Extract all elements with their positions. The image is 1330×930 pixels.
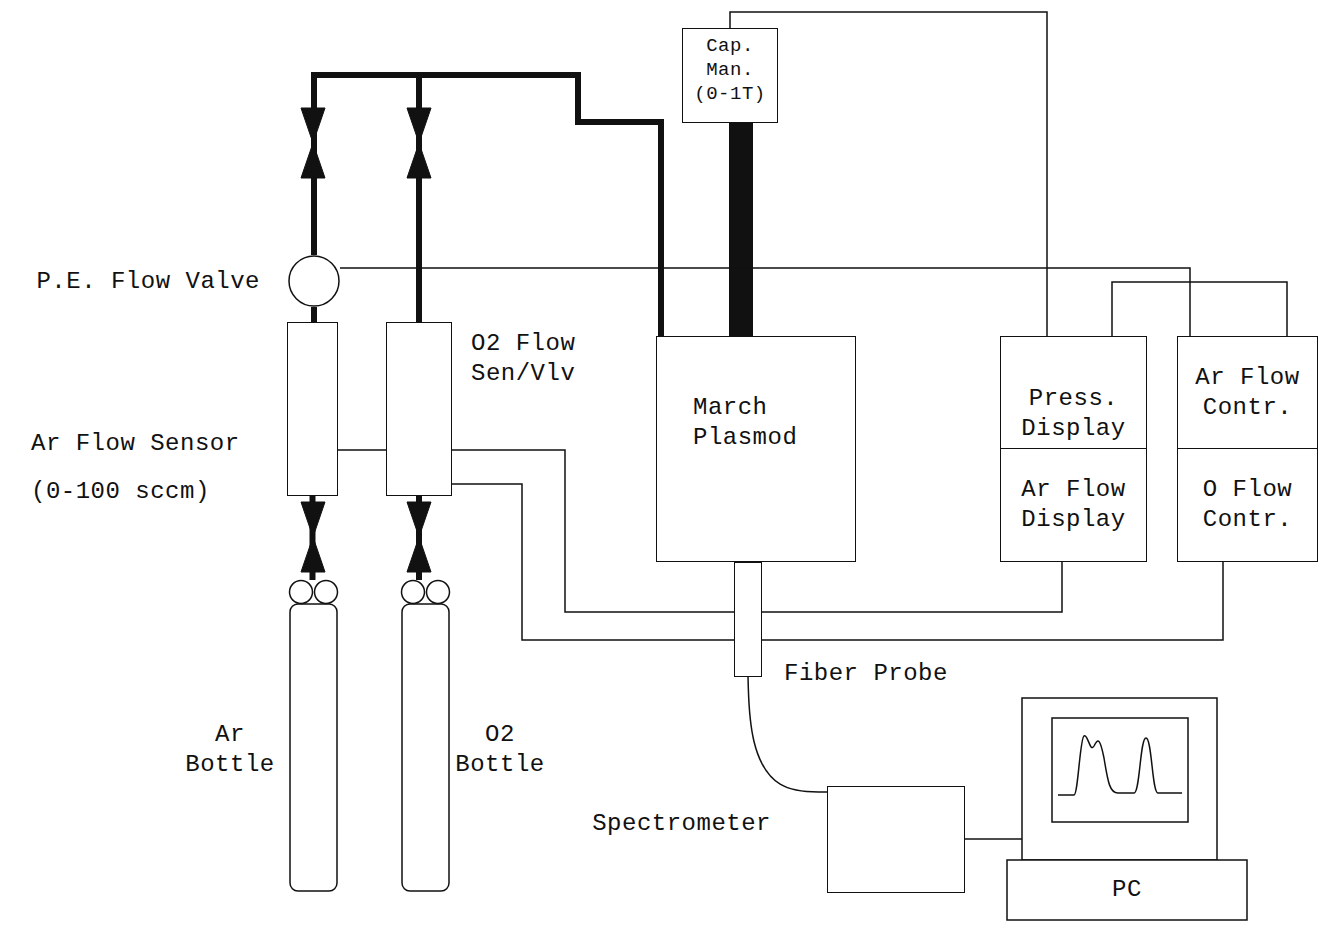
- text-holder: March Plasmod: [657, 337, 855, 561]
- node-label: O2 Flow Sen/Vlv: [471, 329, 651, 389]
- plasma-chamber-box: March Plasmod: [656, 336, 856, 562]
- node-label: O Flow Contr.: [1178, 475, 1317, 535]
- computer: PC: [1022, 698, 1217, 920]
- needle-valve-symbol: [301, 502, 325, 572]
- controller-box: Ar Flow Contr.: [1177, 336, 1318, 449]
- node-label: Press. Display: [1001, 384, 1146, 444]
- node-label: P.E. Flow Valve: [20, 267, 260, 297]
- flow-valve-circle: P.E. Flow Valve: [288, 255, 340, 307]
- node-label: Spectrometer: [511, 809, 771, 839]
- flow-sensor-box: O2 Flow Sen/Vlv: [386, 322, 452, 496]
- gas-line: [419, 75, 661, 336]
- node-label: O2 Bottle: [450, 720, 550, 780]
- gas-line: [314, 75, 661, 336]
- display-box: Press. Display: [1000, 336, 1147, 449]
- needle-valve-symbol: [407, 108, 431, 178]
- node-label: Cap. Man. (0-1T): [683, 35, 777, 106]
- node-label: (0-100 sccm): [31, 477, 281, 507]
- needle-valve-symbol: [407, 502, 431, 572]
- signal-wire: [965, 838, 1022, 840]
- text-holder: Press. Display: [1001, 337, 1146, 448]
- signal-wire: [340, 268, 1190, 336]
- node-label: Ar Flow Display: [1001, 475, 1146, 535]
- text-holder: Ar Flow Contr.: [1178, 337, 1317, 448]
- gas-bottle-outline: [288, 580, 339, 893]
- text-holder: Ar Flow Display: [1001, 449, 1146, 561]
- node-label: PC: [1007, 875, 1247, 905]
- display-box: Ar Flow Display: [1000, 448, 1147, 562]
- gas-line: [729, 123, 753, 336]
- text-holder: Cap. Man. (0-1T): [683, 29, 777, 122]
- node-label: March Plasmod: [693, 393, 855, 453]
- node-label: Ar Bottle: [185, 720, 275, 780]
- gas-bottle-outline: [400, 580, 451, 893]
- node-label: Fiber Probe: [784, 659, 1014, 689]
- signal-wire: [1112, 282, 1287, 336]
- needle-valve-symbol: [301, 108, 325, 178]
- gas-line: [311, 307, 317, 322]
- flow-sensor-box: Ar Flow Sensor(0-100 sccm): [287, 322, 338, 496]
- text-holder: O Flow Contr.: [1178, 449, 1317, 561]
- gas-bottle: O2 Bottle: [400, 580, 451, 893]
- flow-valve-circle-outline: [288, 255, 340, 307]
- gas-bottle: Ar Bottle: [288, 580, 339, 893]
- node-label: Ar Flow Sensor: [31, 429, 281, 459]
- signal-wire: [748, 677, 827, 792]
- spectrometer-box: Spectrometer: [827, 786, 965, 893]
- fiber-probe-box: Fiber Probe: [734, 562, 762, 677]
- node-label: Ar Flow Contr.: [1178, 363, 1317, 423]
- gauge-box: Cap. Man. (0-1T): [682, 28, 778, 123]
- controller-box: O Flow Contr.: [1177, 448, 1318, 562]
